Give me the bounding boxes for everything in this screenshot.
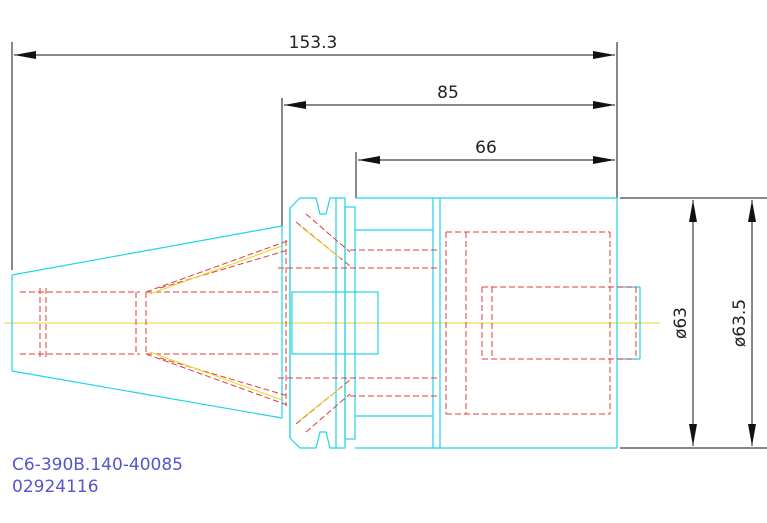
part-code-label: C6-390B.140-40085 <box>12 455 183 475</box>
hidden-lines <box>20 213 637 433</box>
nose-diameter-dimension: ø63 <box>671 307 691 339</box>
part-item-number-label: 02924116 <box>12 477 99 497</box>
coolant-channels <box>149 225 341 421</box>
overall-length-dimension: 153.3 <box>289 33 338 53</box>
flange-diameter-dimension: ø63.5 <box>730 299 750 347</box>
body-length-dimension: 66 <box>475 138 497 158</box>
dimension-lines <box>11 42 767 449</box>
part-outline <box>11 197 641 449</box>
gauge-length-dimension: 85 <box>437 83 459 103</box>
